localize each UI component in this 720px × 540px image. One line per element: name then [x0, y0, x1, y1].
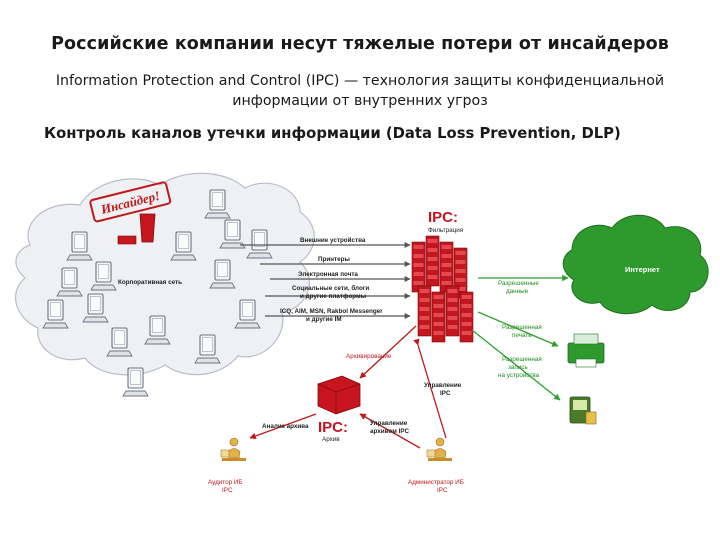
- auditor-icon: [220, 437, 247, 462]
- channel-arrows: [240, 242, 411, 319]
- storage-device-icon: [569, 396, 597, 425]
- ipc-archive-server: [317, 375, 361, 415]
- manage-ipc-1: Управление: [424, 382, 462, 389]
- page-title: Российские компании несут тяжелые потери…: [51, 34, 669, 54]
- allowed-write-3: на устройства: [498, 371, 540, 379]
- subtitle-line-1: Information Protection and Control (IPC)…: [55, 73, 665, 89]
- auditor-label-2: IPC: [222, 487, 233, 494]
- channel-im-1: ICQ, AIM, MSN, Rakbol Messenger: [280, 308, 383, 315]
- allowed-write-2: запись: [508, 364, 528, 371]
- internet-label: Интернет: [625, 265, 660, 274]
- channel-external-devices: Внешние устройства: [300, 236, 366, 244]
- ipc-filter-servers: [411, 235, 474, 343]
- allowed-data-1: Разрешенные: [498, 280, 539, 287]
- insider-icon: [117, 213, 156, 245]
- channel-email: Электронная почта: [298, 271, 358, 278]
- manage-ipc-2: IPC: [440, 390, 451, 397]
- allowed-print-1: Разрешенная: [502, 324, 542, 331]
- ipc-filter-title: IPC:: [428, 209, 458, 226]
- allowed-write-1: Разрешенная: [502, 356, 542, 363]
- channel-social-1: Социальные сети, блоги: [292, 284, 369, 292]
- ipc-archive-title: IPC:: [318, 419, 348, 436]
- archive-analysis-label: Анализ архива: [262, 423, 309, 430]
- internet-cloud: Интернет: [562, 214, 709, 315]
- management-arrows: [249, 325, 447, 449]
- auditor-label-1: Аудитор ИБ: [208, 479, 243, 486]
- admin-label-2: IPC: [437, 487, 448, 494]
- subtitle-line-2: информации от внутренних угроз: [232, 93, 488, 109]
- allowed-arrows: [471, 274, 569, 401]
- ipc-filter-sublabel: Фильтрация: [428, 227, 463, 234]
- ipc-archive-sublabel: Архив: [322, 436, 340, 443]
- administrator-icon: [426, 437, 453, 462]
- channel-printers: Принтеры: [318, 256, 350, 263]
- archiving-label: Архивирование: [346, 353, 392, 360]
- section-heading: Контроль каналов утечки информации (Data…: [44, 125, 621, 142]
- channel-social-2: и другие платформы: [300, 293, 366, 300]
- admin-label-1: Администратор ИБ: [408, 479, 464, 486]
- channel-im-2: и другие IM: [306, 316, 342, 323]
- printer-icon: [567, 333, 605, 368]
- allowed-data-2: данные: [506, 288, 529, 295]
- archive-mgmt-1: Управление: [370, 420, 408, 427]
- archive-mgmt-2: архивом IPC: [370, 428, 410, 435]
- corporate-network-label: Корпоративная сеть: [118, 279, 182, 286]
- allowed-print-2: печать: [512, 332, 532, 339]
